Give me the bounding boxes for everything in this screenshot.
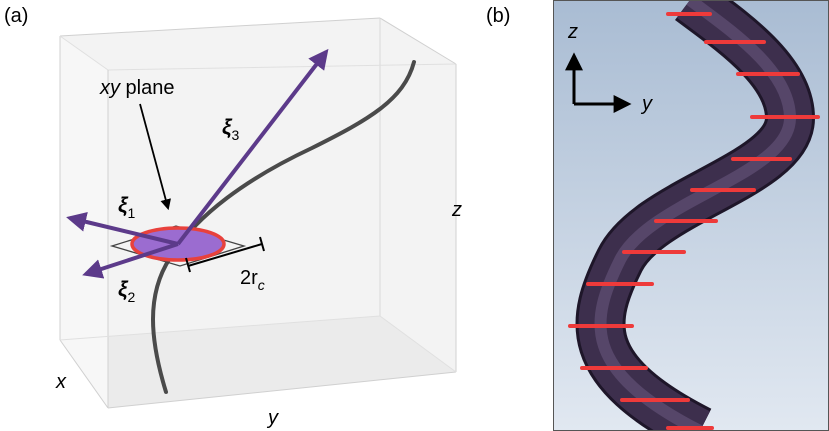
xi2-symbol: ξ: [118, 278, 129, 301]
z-axis-label: z: [451, 199, 462, 221]
xi1-subscript: 1: [127, 205, 135, 221]
panel-b-label: (b): [486, 5, 510, 27]
xi1-symbol: ξ: [118, 194, 129, 217]
xy-plane-label: xy plane: [99, 77, 175, 99]
xi2-label: ξ2: [118, 278, 135, 305]
core-diameter-main: 2r: [240, 267, 258, 289]
core-diameter-bracket: [185, 236, 265, 273]
core-diameter-label: 2rc: [240, 267, 265, 293]
xy-plane-italic: xy: [99, 77, 121, 99]
panel-a-label: (a): [4, 5, 28, 27]
xi2-vector: [82, 242, 179, 279]
x-axis-label: x: [55, 371, 67, 393]
panel-b: z y: [553, 0, 829, 431]
panel-b-y-label: y: [640, 93, 653, 115]
xi2-subscript: 2: [127, 289, 135, 305]
xi3-symbol: ξ: [222, 116, 233, 139]
xy-plane-rest: plane: [120, 77, 175, 99]
helix-tube-highlight: [594, 0, 797, 431]
core-diameter-subscript: c: [258, 277, 265, 293]
xi3-label: ξ3: [222, 116, 239, 143]
panel-b-z-label: z: [567, 21, 578, 43]
xy-plane-pointer: [139, 103, 171, 211]
vortex-line: [151, 60, 416, 394]
xi3-subscript: 3: [231, 127, 239, 143]
y-axis-label: y: [266, 407, 279, 429]
helix-stripes: [568, 12, 820, 430]
xi1-label: ξ1: [118, 194, 135, 221]
panel-a: (a) xy plane ξ3 ξ1 ξ2 2rc z x y: [4, 5, 462, 429]
xi3-vector: [176, 48, 329, 246]
xi1-vector: [66, 212, 179, 246]
